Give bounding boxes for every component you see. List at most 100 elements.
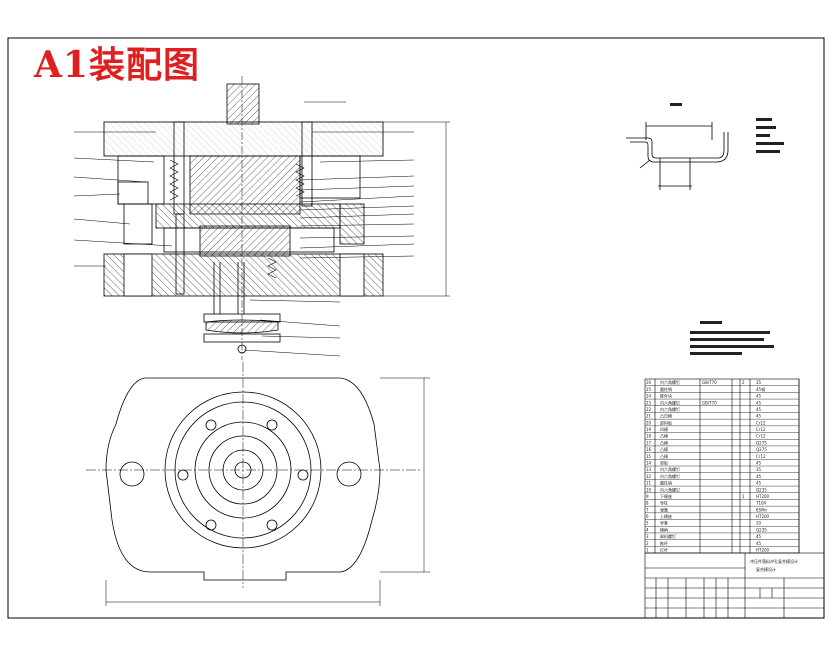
- bom-cell-name: 内六角螺钉: [660, 379, 680, 385]
- bom-cell-no: 24: [646, 394, 652, 399]
- bom-cell-name: 凸模: [660, 433, 668, 439]
- bom-cell-mat: 35: [756, 380, 762, 385]
- bom-cell-name: 下模座: [660, 493, 672, 499]
- plan-view: [86, 362, 420, 588]
- section-height-dimension: [383, 121, 450, 297]
- part-drawing: [626, 122, 729, 190]
- bom-cell-mat: Cr12: [756, 434, 766, 439]
- bom-cell-name: 内六角螺钉: [660, 399, 680, 405]
- bom-cell-name: 导柱: [660, 500, 668, 506]
- bom-cell-name: 凸模: [660, 439, 668, 445]
- bom-cell-mat: Cr12: [756, 454, 766, 459]
- bom-cell-no: 18: [646, 434, 652, 439]
- bom-cell-mat: Q275: [756, 447, 767, 452]
- bom-cell-mat: 45钢: [756, 386, 765, 392]
- bom-cell-mat: 45: [756, 407, 762, 412]
- bom-cell-no: 5: [646, 521, 649, 526]
- bom-cell-no: 16: [646, 447, 652, 452]
- bom-cell-no: 12: [646, 474, 652, 479]
- bom-cell-no: 6: [646, 514, 649, 519]
- bom-cell-std: GB/T70: [702, 400, 717, 405]
- bom-cell-name: 圆柱销: [660, 480, 672, 486]
- bom-cell-no: 10: [646, 487, 652, 492]
- bom-row: 21 凸凹模 45: [645, 412, 799, 419]
- title-block: [644, 552, 825, 619]
- bom-row: 1 打杆 HT200: [645, 546, 799, 553]
- bom-cell-no: 14: [646, 461, 652, 466]
- section-view: [103, 76, 384, 360]
- bom-cell-name: 模柄: [660, 526, 668, 532]
- bom-cell-name: 凹模: [660, 426, 668, 432]
- bom-cell-qty: 1: [742, 494, 745, 499]
- bom-cell-mat: 45: [756, 394, 762, 399]
- bom-cell-no: 2: [646, 541, 649, 546]
- bom-cell-no: 4: [646, 527, 649, 532]
- bom-row: 5 导套 20: [645, 519, 799, 526]
- bom-row: 12 内六角螺钉 45: [645, 472, 799, 479]
- bom-cell-name: 打杆: [660, 547, 668, 553]
- bom-cell-no: 3: [646, 534, 649, 539]
- plan-dimensions: [105, 377, 430, 606]
- bom-cell-no: 11: [646, 481, 652, 486]
- bom-cell-name: 凸模: [660, 453, 668, 459]
- bom-cell-name: 内六角螺钉: [660, 406, 680, 412]
- bom-cell-mat: HT200: [756, 548, 770, 553]
- bom-cell-mat: 45: [756, 414, 762, 419]
- bom-cell-mat: T10A: [755, 501, 767, 506]
- bom-cell-std: GB/T70: [702, 380, 717, 385]
- part-notes: [670, 103, 784, 153]
- bom-cell-mat: 45: [756, 541, 762, 546]
- bom-cell-no: 7: [646, 507, 649, 512]
- bom-cell-name: 上模座: [660, 513, 672, 519]
- bom-cell-mat: 35: [756, 467, 762, 472]
- bom-row: 22 内六角螺钉 45: [645, 405, 799, 412]
- bom-cell-mat: 45: [756, 534, 762, 539]
- bom-cell-mat: 20: [756, 521, 762, 526]
- bom-cell-name: 卸料板: [660, 419, 672, 425]
- bom-cell-mat: 45: [756, 400, 762, 405]
- bom-cell-name: 卸料螺钉: [660, 533, 676, 539]
- bom-cell-no: 22: [646, 407, 652, 412]
- bom-cell-no: 20: [646, 420, 652, 425]
- bom-row: 18 凸模 Cr12: [645, 432, 799, 439]
- bom-row: 23 内六角螺钉 GB/T70 45: [645, 398, 799, 405]
- bom-cell-mat: Q235: [756, 527, 767, 532]
- title-block-project-line2: 复合模设计: [756, 566, 776, 572]
- bom-row: 4 模柄 Q235: [645, 526, 799, 532]
- bom-cell-name: 内六角螺钉: [660, 473, 680, 479]
- bom-cell-no: 21: [646, 414, 652, 419]
- bom-cell-name: 推件块: [660, 393, 672, 399]
- bom-cell-no: 17: [646, 440, 652, 445]
- bom-cell-name: 凸凹模: [660, 413, 672, 419]
- bom-cell-name: 圆柱销: [660, 386, 672, 392]
- section-leaders-right: [243, 101, 415, 357]
- sheet-border: [7, 37, 825, 619]
- bom-cell-no: 1: [646, 548, 649, 553]
- bom-cell-name: 垫板: [660, 460, 668, 466]
- bom-cell-mat: 45: [756, 474, 762, 479]
- title-block-project-line1: 冲压件落料冲孔复合模设计: [750, 558, 798, 564]
- bom-cell-no: 26: [646, 380, 652, 385]
- bom-cell-no: 13: [646, 467, 652, 472]
- bom-cell-no: 23: [646, 400, 652, 405]
- sheet-title: A1装配图: [34, 44, 200, 86]
- bom-row: 6 上模座 HT200: [645, 512, 799, 519]
- bom-row: 3 卸料螺钉 45: [645, 532, 799, 539]
- technical-requirements: [690, 321, 774, 355]
- bom-row: 24 推件块 45: [645, 392, 799, 399]
- section-leaders-left: [73, 131, 173, 267]
- bom-cell-mat: HT200: [756, 514, 770, 519]
- bom-cell-name: 导套: [660, 520, 668, 526]
